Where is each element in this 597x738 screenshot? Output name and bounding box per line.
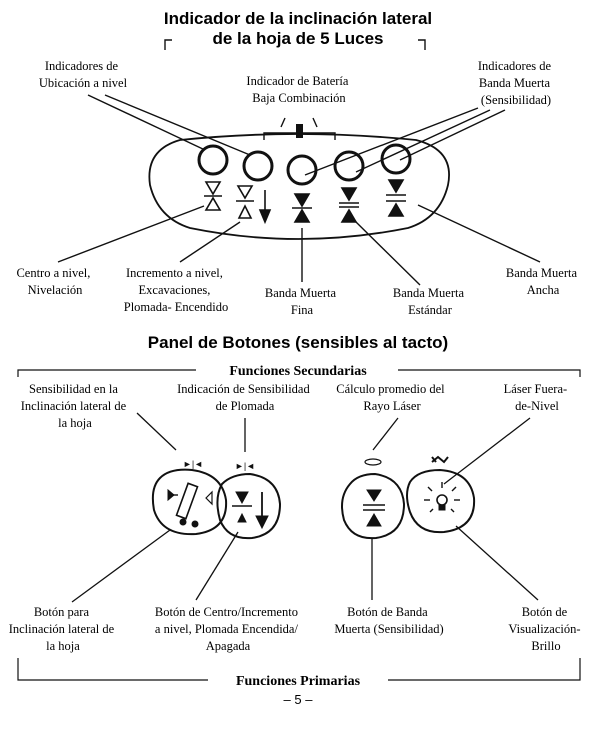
light-3 — [286, 154, 318, 186]
bulb-icon — [436, 494, 448, 506]
symbol-standard-band-icon — [339, 187, 359, 223]
indicator-title-line1: Indicador de la inclinación lateral — [164, 9, 432, 28]
laser-receiver-icon — [175, 482, 199, 520]
indicator-title-line2: de la hoja de 5 Luces — [212, 29, 383, 48]
bulb-rays-icon — [424, 482, 460, 513]
light-symbols — [204, 179, 406, 225]
indicator-housing — [148, 133, 450, 240]
light-4 — [333, 150, 365, 182]
secondary-marks: ►|◄ ►|◄ — [183, 455, 449, 471]
callout-ubicacion: Indicadores de Ubicación a nivel — [39, 59, 128, 90]
callout-banda-muerta: Indicadores de Banda Muerta (Sensibilida… — [478, 59, 554, 107]
buttons — [151, 468, 476, 540]
symbol-center-level-icon — [204, 181, 222, 211]
secondary-header: Funciones Secundarias — [229, 364, 367, 379]
lights — [197, 143, 412, 186]
bracket-right — [418, 39, 426, 50]
callout-incremento: Incremento a nivel, Excavaciones, Plomad… — [124, 266, 229, 314]
callout-fina: Banda Muerta Fina — [265, 286, 339, 317]
battery-tick-left — [280, 117, 286, 128]
callout-ancha: Banda Muerta Ancha — [506, 266, 580, 297]
out-of-level-mark-icon — [431, 455, 449, 464]
primary-header: Funciones Primarias — [236, 674, 361, 689]
center-increment-button[interactable] — [216, 472, 282, 540]
secondary-sens-plomada: Indicación de Sensibilidad de Plomada — [177, 382, 313, 413]
buttons-title: Panel de Botones (sensibles al tacto) — [148, 333, 448, 352]
primary-inclinacion: Botón para Inclinación lateral de la hoj… — [9, 605, 118, 653]
symbol-wide-band-icon — [386, 179, 406, 217]
leaders-secondary — [136, 412, 531, 485]
leaders-top — [87, 94, 506, 176]
primary-banda-muerta: Botón de Banda Muerta (Sensibilidad) — [334, 605, 443, 636]
callout-bateria: Indicador de Batería Baja Combinación — [246, 74, 351, 105]
battery-tick-right — [312, 117, 318, 128]
leaders-bottom — [57, 204, 541, 286]
light-2 — [242, 150, 274, 182]
light-1 — [197, 144, 229, 176]
primary-visualizacion: Botón de Visualización- Brillo — [508, 605, 583, 653]
primary-frame-left — [17, 658, 208, 681]
dead-band-button[interactable] — [341, 472, 406, 540]
average-mark-icon — [364, 458, 382, 466]
primary-centro-incremento: Botón de Centro/Incremento a nivel, Plom… — [155, 605, 301, 653]
secondary-frame-right — [398, 369, 581, 377]
secondary-sens-inclinacion: Sensibilidad en la Inclinación lateral d… — [21, 382, 130, 430]
blade-slope-button[interactable] — [151, 468, 228, 536]
secondary-frame-left — [17, 369, 196, 377]
leaders-primary — [71, 525, 539, 603]
bracket-left — [164, 39, 172, 50]
light-5 — [380, 143, 412, 175]
sens-mark-icon: ►|◄ — [183, 459, 203, 469]
secondary-fuera-nivel: Láser Fuera- de-Nivel — [504, 382, 571, 413]
plumb-sens-mark-icon: ►|◄ — [235, 461, 255, 471]
callout-estandar: Banda Muerta Estándar — [393, 286, 467, 317]
symbol-increment-arrowhead — [258, 209, 272, 225]
symbol-fine-band-icon — [292, 193, 312, 223]
battery-icon — [296, 124, 303, 138]
callout-centro: Centro a nivel, Nivelación — [16, 266, 93, 297]
display-brightness-button[interactable] — [406, 468, 476, 534]
primary-frame-right — [388, 658, 581, 681]
page-number: – 5 – — [284, 692, 314, 707]
secondary-promedio: Cálculo promedio del Rayo Láser — [336, 382, 447, 413]
